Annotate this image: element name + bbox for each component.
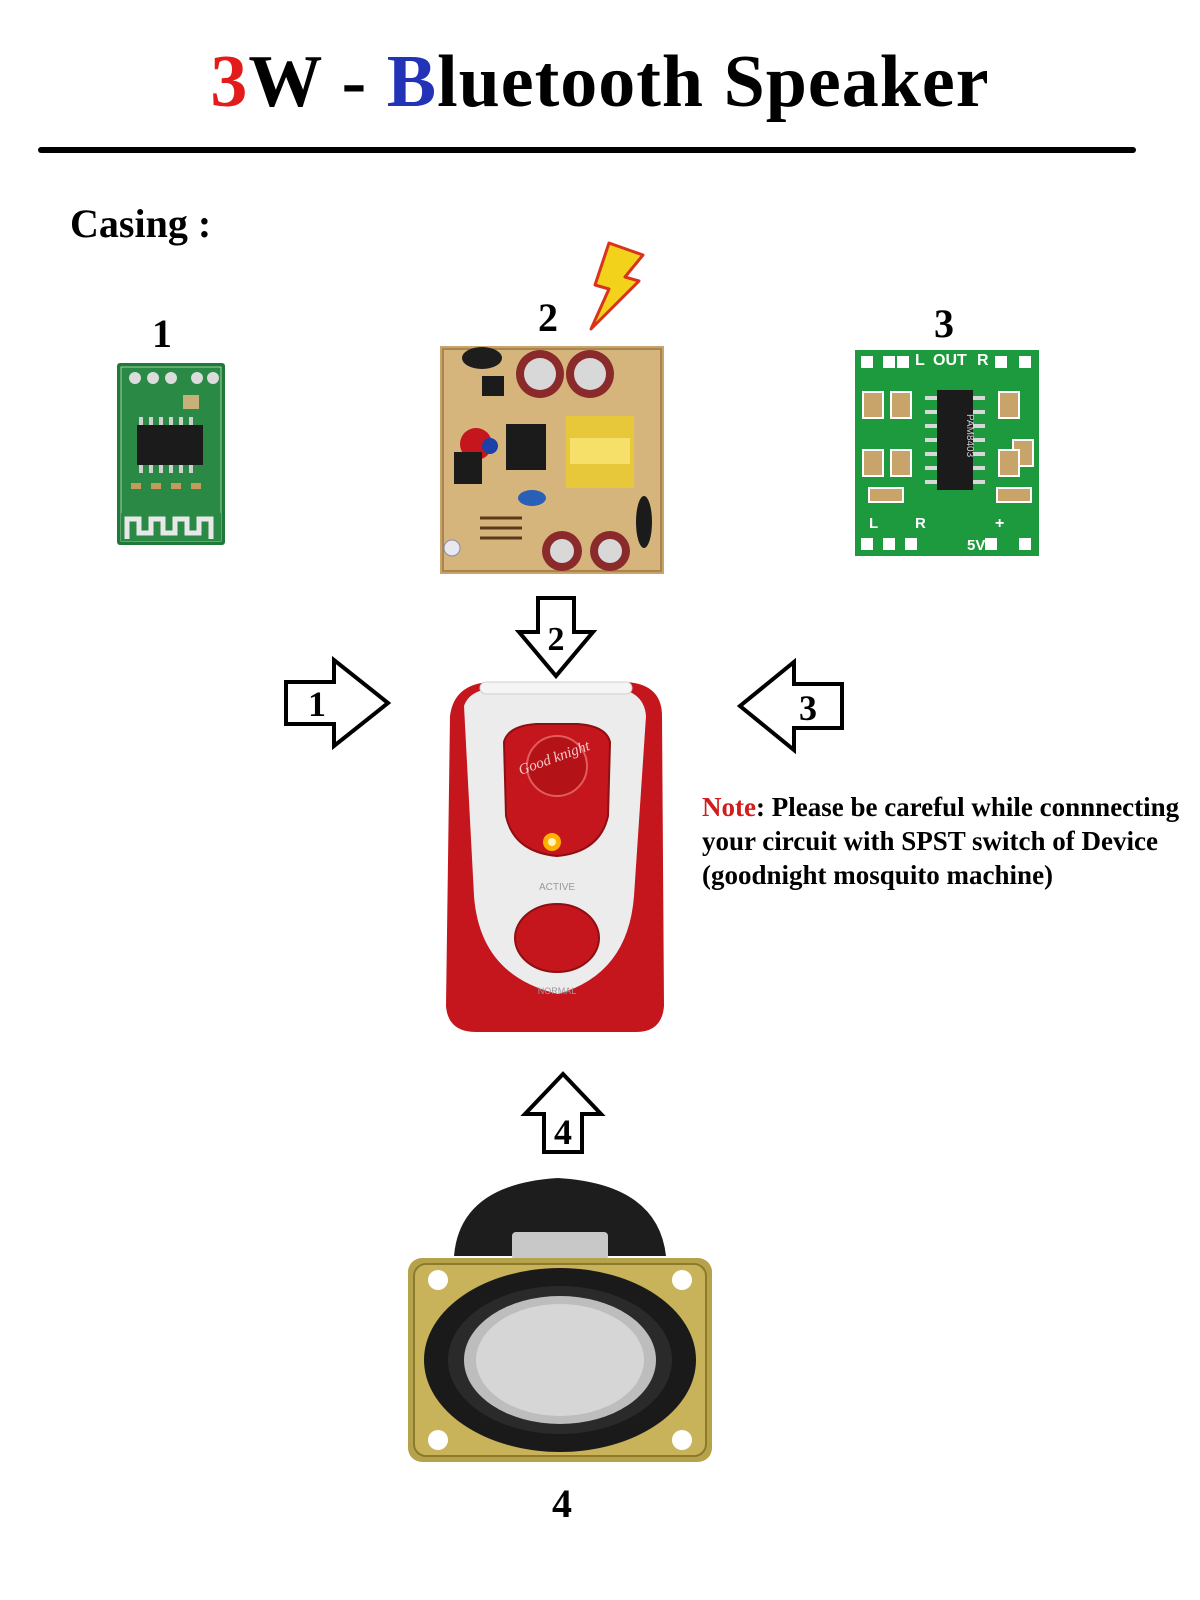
lightning-icon [589, 241, 645, 331]
svg-text:NORMAL: NORMAL [538, 986, 577, 996]
svg-text:3: 3 [799, 688, 817, 728]
device-casing-image: Good knight ACTIVE NORMAL [446, 681, 664, 1032]
note-label: Note [702, 792, 756, 822]
section-label: Casing : [70, 201, 212, 246]
component-number-1: 1 [152, 311, 172, 356]
component-number-2: 2 [538, 295, 558, 340]
svg-text:R: R [977, 352, 989, 369]
note-body: : Please be careful while connnecting yo… [702, 792, 1180, 890]
svg-text:2: 2 [548, 621, 565, 658]
svg-text:R: R [915, 515, 926, 532]
note-text: Note: Please be careful while connnectin… [702, 790, 1182, 892]
svg-text:ACTIVE: ACTIVE [539, 882, 575, 893]
title-divider [38, 147, 1136, 153]
bluetooth-module-image [117, 363, 225, 545]
arrow-1-right: 1 [284, 655, 392, 751]
svg-text:L: L [915, 352, 925, 369]
amplifier-board-image: L OUT R PAM8403 L R 5V + [855, 350, 1039, 556]
svg-text:OUT: OUT [933, 352, 967, 369]
svg-text:+: + [995, 515, 1004, 532]
arrow-2-down: 2 [514, 596, 598, 680]
speaker-image [408, 1178, 712, 1462]
svg-text:1: 1 [308, 684, 326, 724]
svg-text:5V: 5V [967, 537, 985, 554]
svg-text:PAM8403: PAM8403 [964, 414, 975, 458]
arrow-3-left: 3 [736, 657, 844, 755]
arrow-4-up: 4 [520, 1071, 606, 1154]
page-title: 3W - Bluetooth Speaker [210, 41, 990, 123]
svg-text:L: L [869, 515, 878, 532]
power-supply-board-image [440, 346, 664, 574]
component-number-3: 3 [934, 301, 954, 346]
component-number-4: 4 [552, 1481, 572, 1526]
svg-text:4: 4 [554, 1112, 572, 1152]
